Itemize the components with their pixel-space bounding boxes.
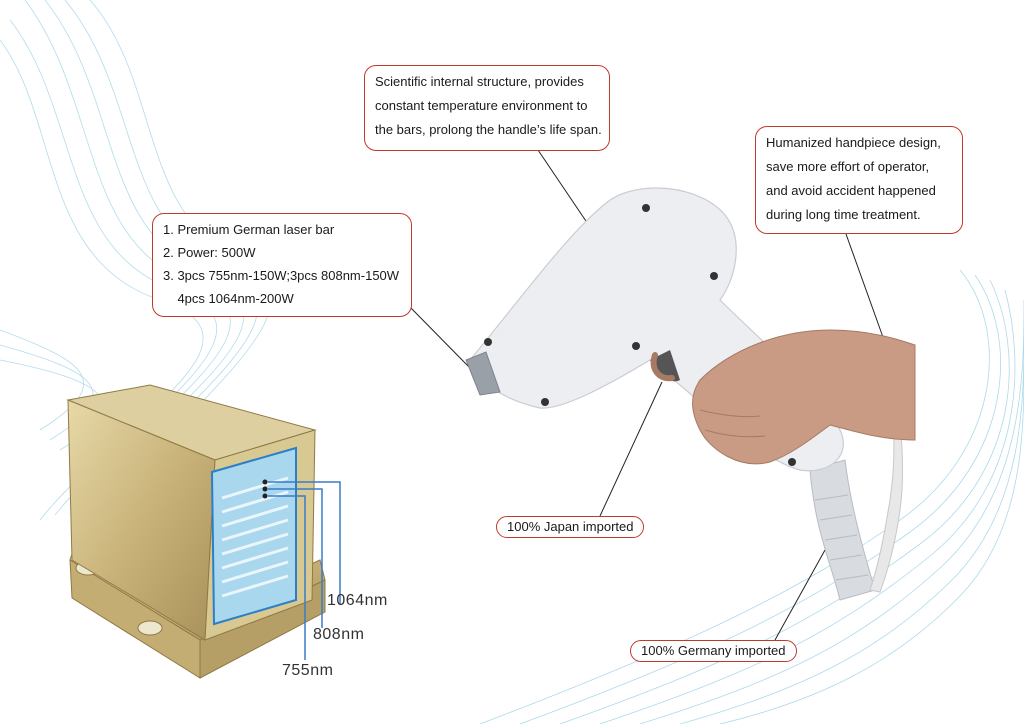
- handpiece-callout-line: save more effort of operator,: [766, 159, 930, 174]
- handpiece-callout-line: during long time treatment.: [766, 207, 921, 222]
- wavelength-label-808: 808nm: [313, 626, 365, 643]
- wavelength-label-755: 755nm: [282, 662, 334, 679]
- handpiece-callout-line: and avoid accident happened: [766, 183, 936, 198]
- germany-imported-label: 100% Germany imported: [630, 640, 797, 662]
- structure-callout: Scientific internal structure, provides …: [364, 65, 610, 151]
- laser-bar-spec-callout: 1. Premium German laser bar 2. Power: 50…: [152, 213, 412, 317]
- laser-bar-spec-line: 4pcs 1064nm-200W: [163, 291, 294, 306]
- handpiece-design-callout: Humanized handpiece design, save more ef…: [755, 126, 963, 234]
- laser-bar-spec-line: 2. Power: 500W: [163, 245, 256, 260]
- japan-imported-label: 100% Japan imported: [496, 516, 645, 538]
- laser-bar-spec-line: 3. 3pcs 755nm-150W;3pcs 808nm-150W: [163, 268, 400, 283]
- structure-callout-line: constant temperature environment to: [375, 98, 588, 113]
- handpiece-callout-line: Humanized handpiece design,: [766, 135, 941, 150]
- laser-bar-spec-line: 1. Premium German laser bar: [163, 222, 335, 237]
- structure-callout-line: the bars, prolong the handle’s life span…: [375, 122, 602, 137]
- wavelength-label-1064: 1064nm: [327, 592, 388, 609]
- structure-callout-line: Scientific internal structure, provides: [375, 74, 584, 89]
